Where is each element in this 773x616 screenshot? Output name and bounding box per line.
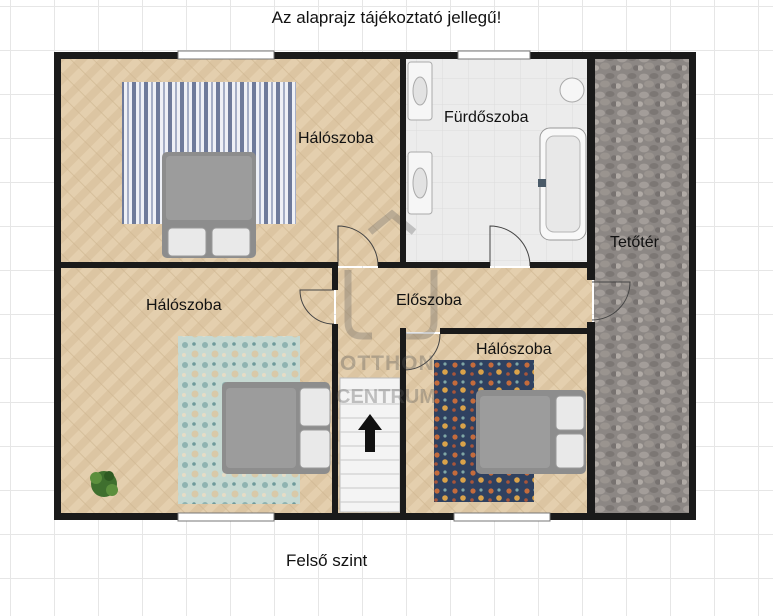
plant-icon xyxy=(90,471,118,497)
floor-hallway xyxy=(336,268,592,332)
room-label-hallway: Előszoba xyxy=(396,292,462,309)
stair-arrow-icon xyxy=(358,414,382,452)
watermark-line1: OTTHON xyxy=(340,352,435,375)
room-label-bathroom: Fürdőszoba xyxy=(444,109,529,126)
page-title: Az alaprajz tájékoztató jellegű! xyxy=(271,8,502,27)
watermark-line2: CENTRUM xyxy=(336,386,436,408)
room-label-attic: Tetőtér xyxy=(610,234,659,251)
door-swings xyxy=(299,225,631,371)
room-label-bedroom-small: Hálószoba xyxy=(476,341,552,358)
room-label-bedroom-left: Hálószoba xyxy=(146,297,222,314)
floor-attic xyxy=(594,58,690,514)
room-label-bedroom-top-left: Hálószoba xyxy=(298,130,374,147)
bed-top-left xyxy=(162,152,256,258)
level-caption: Felső szint xyxy=(286,551,368,570)
windows xyxy=(177,50,551,522)
watermark-logo-icon xyxy=(344,209,438,340)
bathroom-fixtures xyxy=(407,61,587,241)
bed-small xyxy=(476,390,586,474)
bed-left xyxy=(222,382,331,474)
walls xyxy=(54,52,696,520)
